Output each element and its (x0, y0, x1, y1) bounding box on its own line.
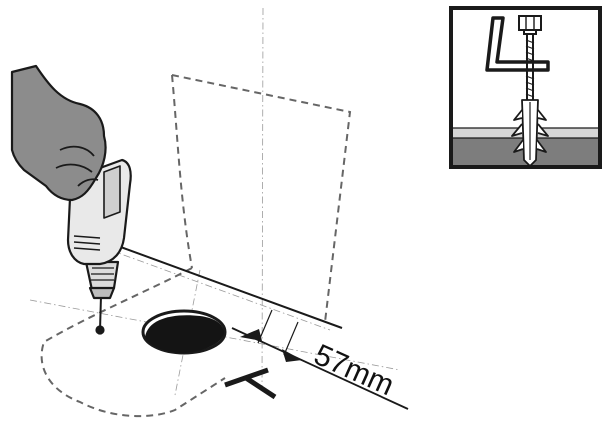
drain-hole (141, 309, 227, 355)
toilet-outline (40, 74, 352, 418)
dimension-57mm: 57mm (231, 309, 409, 410)
bracket-icon (485, 16, 550, 72)
inset-fixing-detail (449, 6, 602, 169)
drill-reference-line (117, 245, 343, 329)
bolt-icon (518, 15, 542, 100)
arrow-right-icon (240, 329, 262, 341)
wall-plug-icon (511, 99, 549, 167)
arrow-left-icon (282, 349, 302, 362)
t-marker (224, 367, 277, 400)
gloved-hand-icon (10, 64, 107, 202)
dimension-label: 57mm (309, 338, 399, 402)
